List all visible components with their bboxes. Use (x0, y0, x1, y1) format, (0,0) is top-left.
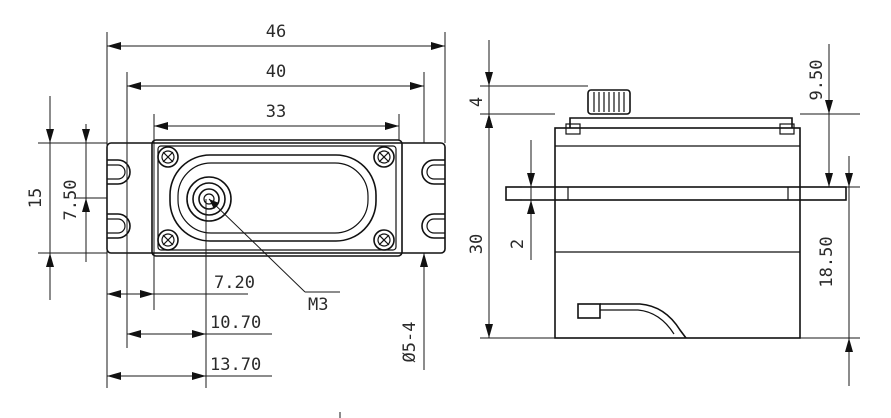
dim-label-13-70: 13.70 (210, 355, 261, 375)
dim-label-40: 40 (266, 62, 286, 82)
corner-screw (157, 229, 179, 251)
corner-screw (373, 229, 395, 251)
dim-height-half: 7.50 (61, 124, 90, 262)
top-screw-left (565, 123, 581, 135)
top-screw-right (779, 123, 795, 135)
dim-label-2: 2 (508, 239, 528, 249)
dim-top-to-flange: 9.50 (807, 44, 833, 187)
wire-exit (577, 303, 687, 339)
body-outline (151, 139, 403, 257)
top-cap (569, 117, 793, 128)
mounting-slot (107, 159, 131, 185)
dim-flange-to-bottom: 18.50 (817, 156, 853, 386)
front-view: 46 40 33 15 7.50 (26, 22, 446, 388)
dim-label-hole-diameter: Ø5-4 (400, 322, 420, 363)
dim-label-m3: M3 (308, 295, 328, 315)
mounting-slot (421, 213, 445, 239)
dim-height-flange: 15 (26, 96, 54, 300)
oval-cover-inner (177, 162, 369, 234)
dim-label-30: 30 (467, 234, 487, 254)
side-view: 4 30 2 9.50 18.50 (467, 40, 860, 386)
side-extension-lines (480, 85, 860, 339)
oval-cover-outer (169, 154, 377, 242)
dim-width-holes: 40 (127, 62, 424, 90)
body-inner-outline (157, 145, 397, 251)
screw-leader: M3 (208, 198, 340, 315)
dim-label-15: 15 (26, 188, 46, 208)
dim-body-height: 30 (467, 114, 493, 338)
output-spline (587, 89, 631, 115)
dim-label-7-20: 7.20 (214, 273, 255, 293)
mounting-slot (421, 159, 445, 185)
corner-screw (373, 146, 395, 168)
dim-offset-1: 7.20 (107, 273, 255, 298)
dim-offset-2: 10.70 (127, 313, 272, 338)
dim-label-10-70: 10.70 (210, 313, 261, 333)
extension-lines (38, 32, 446, 388)
dim-label-18-50: 18.50 (817, 236, 837, 287)
servo-body (554, 127, 801, 339)
dim-width-body: 33 (154, 102, 399, 130)
output-shaft (186, 176, 232, 222)
dim-label-46: 46 (266, 22, 286, 42)
dim-label-9-50: 9.50 (807, 60, 827, 101)
dim-label-7-50: 7.50 (61, 180, 81, 221)
corner-screw (157, 146, 179, 168)
dim-flange-thickness: 2 (508, 140, 535, 260)
dim-offset-3: 13.70 (107, 355, 272, 380)
dim-label-33: 33 (266, 102, 286, 122)
hole-diameter-callout: Ø5-4 (400, 253, 428, 362)
dim-width-overall: 46 (107, 22, 445, 50)
mounting-slot (107, 213, 131, 239)
side-flange (505, 186, 847, 201)
dim-label-4: 4 (467, 97, 487, 107)
